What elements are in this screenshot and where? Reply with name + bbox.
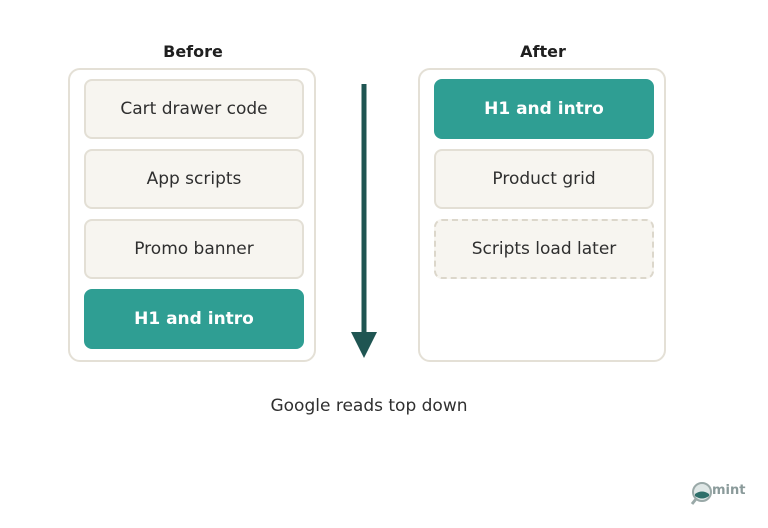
before-block-app-scripts: App scripts (84, 149, 304, 209)
logo-text: mint (712, 483, 746, 498)
after-block-product-grid: Product grid (434, 149, 654, 209)
mint-logo: mint (690, 480, 750, 506)
down-arrow-icon (351, 84, 377, 358)
caption: Google reads top down (270, 396, 468, 416)
magnifier-logo-icon (690, 482, 712, 505)
before-block-promo-banner: Promo banner (84, 219, 304, 279)
after-block-h1-intro: H1 and intro (434, 79, 654, 139)
before-panel: Cart drawer code App scripts Promo banne… (68, 68, 316, 362)
before-block-cart-drawer-code: Cart drawer code (84, 79, 304, 139)
after-title: After (520, 42, 566, 61)
after-panel: H1 and intro Product grid Scripts load l… (418, 68, 666, 362)
after-block-scripts-load-later: Scripts load later (434, 219, 654, 279)
before-title: Before (163, 42, 223, 61)
before-block-h1-intro: H1 and intro (84, 289, 304, 349)
